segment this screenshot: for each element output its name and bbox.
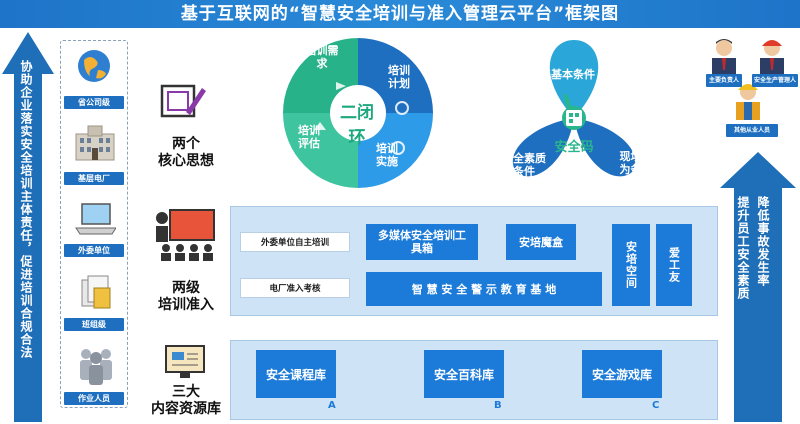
workers-icon bbox=[80, 349, 112, 385]
level-label-contractor: 外委单位 bbox=[64, 244, 124, 257]
concept-access: 两级 培训准入 bbox=[158, 280, 214, 313]
laptop-icon bbox=[75, 203, 116, 235]
documents-icon bbox=[81, 275, 111, 309]
clover-quality: 安全素质条件 bbox=[502, 152, 546, 178]
resource-letter-a: A bbox=[328, 400, 336, 411]
training-icon bbox=[156, 209, 215, 261]
role-leader: 主要负责人 bbox=[706, 74, 742, 87]
clover-basic: 基本条件 bbox=[551, 68, 595, 81]
warning-education-base: 智 慧 安 全 警 示 教 育 基 地 bbox=[366, 272, 602, 306]
multimedia-toolbox: 多媒体安全培训工具箱 bbox=[366, 224, 478, 260]
cycle-diagram bbox=[283, 38, 433, 188]
magic-box: 安培魔盒 bbox=[506, 224, 576, 260]
role-safety-manager: 安全生产管理人员 bbox=[752, 74, 798, 97]
resource-game-lib: 安全游戏库 bbox=[582, 350, 662, 398]
monitor-icon bbox=[165, 345, 205, 378]
levels-column bbox=[60, 40, 128, 408]
level-label-plant: 基层电厂 bbox=[64, 172, 124, 185]
idea-icon bbox=[160, 84, 206, 118]
right-arrow-text-2: 提升员工安全素质 bbox=[736, 196, 750, 300]
row-contractor-self-training: 外委单位自主培训 bbox=[240, 232, 350, 252]
cycle-center: 二闭环 bbox=[340, 103, 374, 148]
clover-diagram bbox=[512, 40, 636, 177]
level-label-worker: 作业人员 bbox=[64, 392, 124, 405]
page-title: 基于互联网的“智慧安全培训与准入管理云平台”框架图 bbox=[180, 4, 620, 24]
concept-core: 两个 核心思想 bbox=[158, 136, 214, 169]
cycle-demand: 培训需求 bbox=[305, 44, 339, 70]
roles-icons bbox=[712, 39, 784, 120]
cycle-evaluate: 培训评估 bbox=[298, 124, 320, 150]
role-other-staff: 其他从业人员 bbox=[726, 124, 778, 137]
clover-center: 安全码 bbox=[554, 140, 594, 155]
level-label-team: 班组级 bbox=[64, 318, 124, 331]
training-space: 安培空间 bbox=[612, 224, 650, 306]
resource-encyclopedia-lib: 安全百科库 bbox=[424, 350, 504, 398]
globe-icon bbox=[78, 50, 110, 82]
cycle-plan: 培训计划 bbox=[388, 64, 410, 90]
concept-resources: 三大 内容资源库 bbox=[151, 384, 221, 417]
resource-letter-b: B bbox=[494, 400, 502, 411]
right-arrow-text-1: 降低事故发生率 bbox=[756, 196, 770, 287]
resource-letter-c: C bbox=[652, 400, 660, 411]
building-icon bbox=[75, 125, 115, 161]
row-plant-access-exam: 电厂准入考核 bbox=[240, 278, 350, 298]
right-arrow bbox=[720, 152, 796, 422]
title-bar bbox=[0, 0, 800, 28]
resource-course-lib: 安全课程库 bbox=[256, 350, 336, 398]
love-workers: 爱工友 bbox=[656, 224, 692, 306]
left-arrow bbox=[2, 32, 54, 422]
cycle-implement: 培训实施 bbox=[376, 142, 398, 168]
level-label-province: 省公司级 bbox=[64, 96, 124, 109]
clover-behavior: 现场行为条件 bbox=[619, 150, 653, 176]
left-arrow-text: 协助企业落实安全培训主体责任，促进培训合规合法 bbox=[19, 60, 33, 359]
